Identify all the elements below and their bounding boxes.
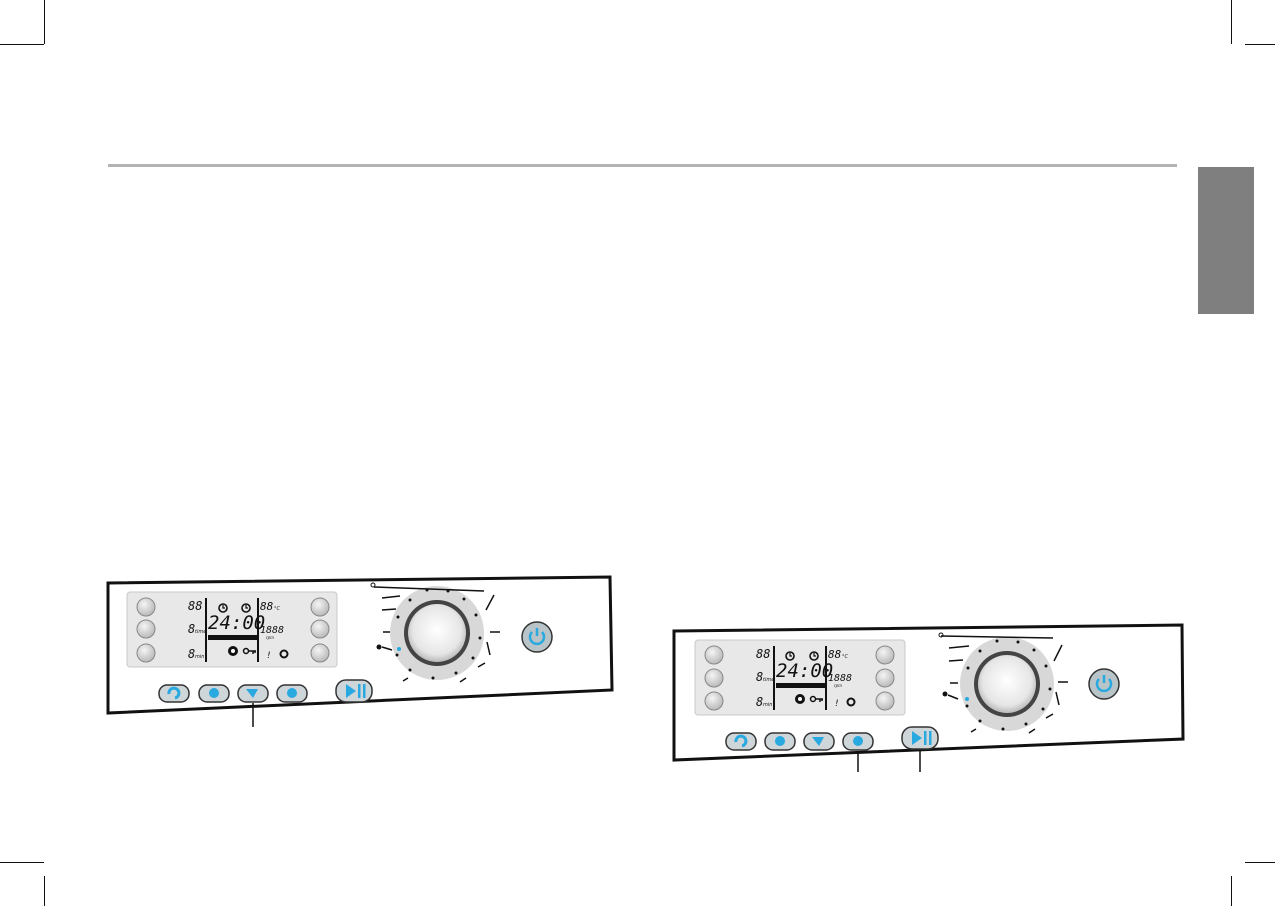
lcd-bottom-left: 8 [756, 695, 763, 709]
program-button[interactable] [310, 619, 330, 639]
crop-mark [44, 876, 45, 906]
progress-bar [208, 635, 258, 640]
program-button[interactable] [875, 645, 895, 665]
lcd-unit-min: min [195, 654, 204, 660]
delay-timer-icon [209, 688, 219, 698]
lcd-mid-left: 8 [188, 622, 195, 636]
delay-timer-icon [775, 736, 785, 746]
lcd-unit-rpm: rpm [266, 635, 274, 640]
lcd-unit-time: time [763, 677, 774, 683]
power-icon [1095, 675, 1113, 693]
lcd-bottom-left: 8 [188, 647, 195, 661]
program-button[interactable] [310, 643, 330, 663]
spin-button[interactable] [725, 732, 757, 751]
power-button[interactable] [1088, 668, 1120, 700]
crop-mark [1245, 44, 1275, 45]
power-icon [528, 628, 546, 646]
key-icon [809, 695, 823, 703]
program-button[interactable] [136, 643, 156, 663]
play-pause-icon [346, 684, 366, 698]
option-icon [853, 736, 863, 746]
program-tick-lines [373, 586, 500, 683]
lcd-top-left: 88 [756, 647, 770, 661]
lcd-unit-rpm: rpm [834, 683, 842, 688]
key-icon [242, 647, 256, 655]
program-marker [938, 632, 944, 638]
progress-bar [776, 683, 826, 688]
header-rule [108, 164, 1177, 167]
program-marker [370, 582, 376, 588]
clock-icon [218, 603, 228, 613]
steam-icon [246, 689, 258, 698]
lcd-unit-time: time [195, 629, 206, 635]
child-lock-icon [795, 694, 805, 704]
program-button[interactable] [136, 619, 156, 639]
power-button[interactable] [521, 621, 553, 653]
child-lock-icon [228, 646, 238, 656]
lcd-unit-temp: °C [274, 606, 281, 612]
function-buttons-right [725, 732, 874, 751]
spin-icon [167, 686, 181, 700]
program-marker [942, 691, 948, 697]
indicator-ring [846, 697, 856, 707]
crop-mark [44, 0, 45, 44]
program-dial[interactable] [960, 637, 1054, 731]
crop-mark [1245, 862, 1275, 863]
steam-icon [812, 737, 824, 746]
program-button[interactable] [310, 597, 330, 617]
clock-icon [241, 603, 251, 613]
program-dial[interactable] [390, 586, 484, 680]
lcd-temp: 88 [260, 600, 274, 613]
program-button[interactable] [875, 668, 895, 688]
indicator-ring [279, 649, 289, 659]
function-buttons-left [158, 684, 308, 703]
crop-mark [1231, 876, 1232, 906]
crop-mark [1231, 0, 1232, 44]
program-button[interactable] [704, 645, 724, 665]
lcd-spin: 1888 [828, 673, 852, 684]
lcd-unit-min: min [763, 702, 772, 708]
crop-mark [0, 862, 44, 863]
program-button[interactable] [704, 668, 724, 688]
lcd-time: 24:00 [776, 660, 833, 682]
spin-icon [734, 734, 748, 748]
lcd-warning: ! [267, 651, 271, 661]
program-buttons-right [704, 645, 895, 711]
lcd-display: 88 8 time 8 min 24:00 88 °C 1888 rpm ! [756, 646, 856, 710]
lcd-mid-left: 8 [756, 670, 763, 684]
clock-icon [785, 651, 795, 661]
option-icon [287, 688, 297, 698]
program-marker [376, 644, 382, 650]
lcd-spin: 1888 [260, 625, 284, 636]
program-button[interactable] [875, 691, 895, 711]
program-button[interactable] [704, 691, 724, 711]
crop-mark [0, 44, 44, 45]
program-buttons-left [136, 597, 330, 663]
lcd-display: 88 8 time 8 min 24:00 88 °C 1888 rpm ! [188, 598, 289, 662]
lcd-temp: 88 [828, 648, 842, 661]
play-pause-icon [912, 731, 932, 745]
control-panel-right: 88 8 time 8 min 24:00 88 °C 1888 rpm ! [672, 623, 1185, 772]
program-tick-lines [940, 635, 1068, 734]
clock-icon [809, 651, 819, 661]
control-panel-left: 88 8 time 8 min 24:00 88 °C 1888 rpm ! [106, 575, 614, 727]
program-button[interactable] [136, 597, 156, 617]
lcd-unit-temp: °C [842, 654, 849, 660]
lcd-time: 24:00 [208, 612, 265, 634]
spin-button[interactable] [158, 684, 190, 703]
language-tab [1198, 167, 1254, 314]
lcd-warning: ! [835, 699, 839, 709]
lcd-top-left: 88 [188, 599, 202, 613]
